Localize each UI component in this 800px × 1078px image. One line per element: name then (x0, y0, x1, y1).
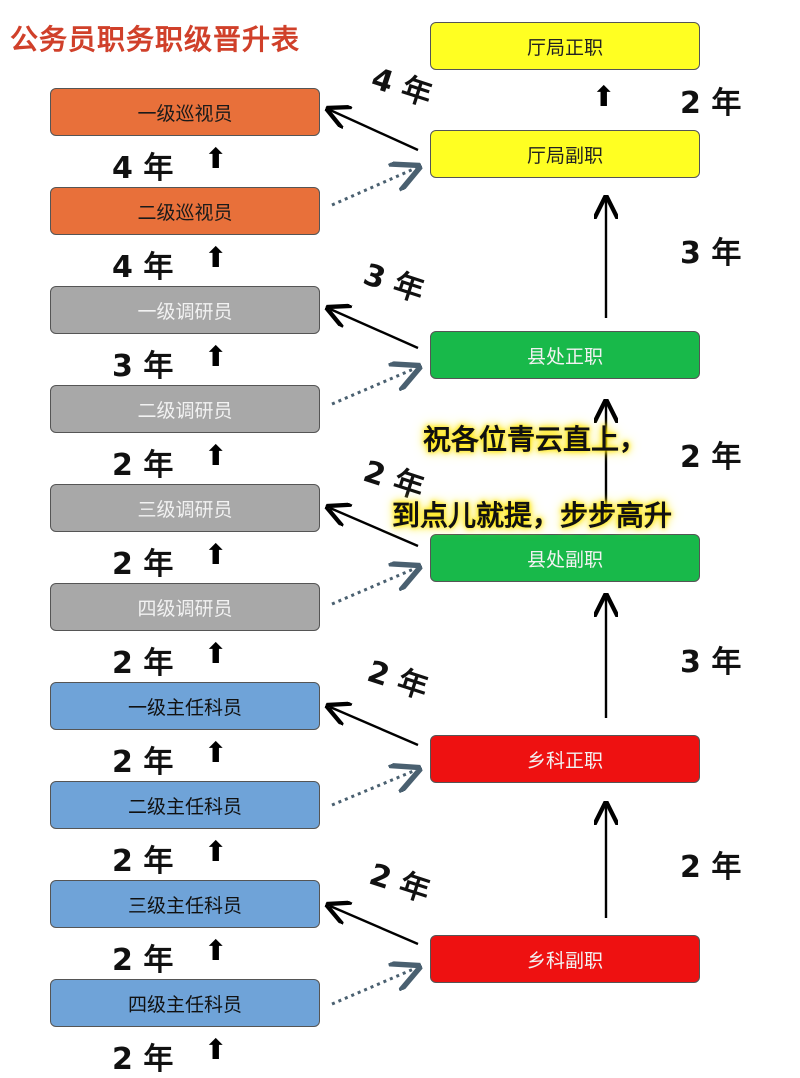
arrow-xiangke-fuzhi-to-sanji-zhurenkeyuan (330, 906, 419, 946)
years-label: 3 年 (680, 236, 742, 271)
level-box-yiji-zhurenkeyuan: 一级主任科员 (50, 682, 320, 730)
level-box-siji-diaoyanyuan: 四级调研员 (50, 583, 320, 631)
arrow-siji-zhurenkeyuan-to-xiangke-fuzhi (331, 968, 416, 1006)
level-box-erji-xunshiyuan: 二级巡视员 (50, 187, 320, 235)
up-arrow-icon: ⬆ (204, 142, 228, 175)
years-label: 4 年 (112, 151, 174, 186)
up-arrow-icon: ⬆ (204, 538, 228, 571)
arrow-xianchu-fuzhi-to-sanji-diaoyanyuan (330, 508, 419, 548)
up-arrow-icon: ⬆ (204, 439, 228, 472)
years-label: 2 年 (112, 943, 174, 978)
years-label: 2 年 (112, 448, 174, 483)
arrow-erji-diaoyanyuan-to-xianchu-zhengzhi (331, 368, 416, 406)
level-box-yiji-xunshiyuan: 一级巡视员 (50, 88, 320, 136)
years-label: 2 年 (112, 646, 174, 681)
position-box-tingju-zhengzhi: 厅局正职 (430, 22, 700, 70)
up-arrow-icon: ⬆ (204, 1033, 228, 1066)
arrow-erji-xunshiyuan-to-tingju-fuzhi (331, 168, 416, 207)
position-box-xiangke-zhengzhi: 乡科正职 (430, 735, 700, 783)
page-title: 公务员职务职级晋升表 (10, 23, 301, 56)
level-box-sanji-zhurenkeyuan: 三级主任科员 (50, 880, 320, 928)
level-box-yiji-diaoyanyuan: 一级调研员 (50, 286, 320, 334)
position-box-xianchu-zhengzhi: 县处正职 (430, 331, 700, 379)
slogan-line-2: 到点儿就提，步步高升 (392, 499, 673, 532)
arrow-xianchu-zhengzhi-to-yiji-diaoyanyuan (330, 309, 419, 350)
level-box-siji-zhurenkeyuan: 四级主任科员 (50, 979, 320, 1027)
level-box-sanji-diaoyanyuan: 三级调研员 (50, 484, 320, 532)
years-label: 2 年 (112, 844, 174, 879)
arrow-xiangke-zhengzhi-to-yiji-zhurenkeyuan (330, 707, 419, 747)
up-arrow-icon: ⬆ (204, 241, 228, 274)
level-box-erji-zhurenkeyuan: 二级主任科员 (50, 781, 320, 829)
arrow-erji-zhurenkeyuan-to-xiangke-zhengzhi (331, 770, 416, 807)
slogan-line-1: 祝各位青云直上， (423, 423, 648, 456)
up-arrow-icon: ⬆ (204, 340, 228, 373)
years-label: 2 年 (680, 86, 742, 121)
years-label: 3 年 (112, 349, 174, 384)
up-arrow-icon: ⬆ (204, 835, 228, 868)
years-label: 2 年 (112, 547, 174, 582)
arrow-siji-diaoyanyuan-to-xianchu-fuzhi (331, 568, 416, 606)
years-label: 4 年 (112, 250, 174, 285)
up-arrow-icon: ⬆ (204, 736, 228, 769)
up-arrow-icon: ⬆ (592, 80, 616, 113)
position-box-tingju-fuzhi: 厅局副职 (430, 130, 700, 178)
position-box-xianchu-fuzhi: 县处副职 (430, 534, 700, 582)
up-arrow-icon: ⬆ (204, 934, 228, 967)
years-label: 3 年 (680, 645, 742, 680)
up-arrow-icon: ⬆ (204, 637, 228, 670)
years-label: 2 年 (112, 745, 174, 780)
years-label: 2 年 (680, 440, 742, 475)
years-label: 2 年 (680, 850, 742, 885)
level-box-erji-diaoyanyuan: 二级调研员 (50, 385, 320, 433)
position-box-xiangke-fuzhi: 乡科副职 (430, 935, 700, 983)
arrow-tingju-fuzhi-to-yiji-xunshiyuan (330, 110, 419, 152)
